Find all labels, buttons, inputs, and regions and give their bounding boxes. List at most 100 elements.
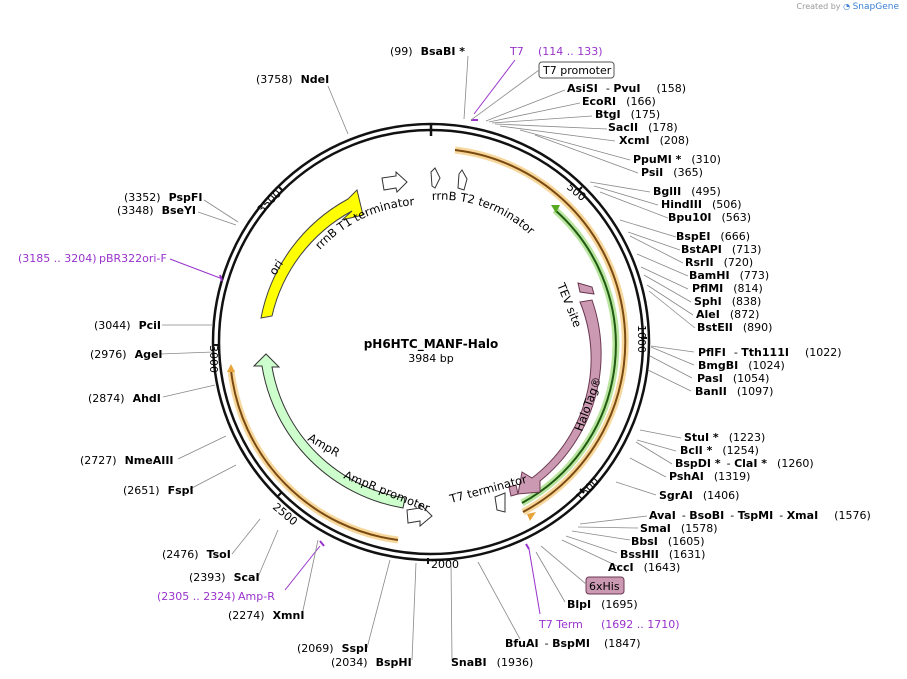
site-bcli[interactable]: BclI *(1254) [680, 444, 759, 457]
t7-terminator-arrow[interactable] [494, 492, 506, 513]
rrnb-t1-arrow[interactable] [381, 170, 408, 193]
t7-primer-range: (114 .. 133) [538, 45, 603, 58]
orf-arc-right [454, 149, 627, 513]
site-ppumi[interactable]: PpuMI *(310) [633, 153, 721, 166]
tick-label-1000: 1000 [635, 325, 648, 353]
pbr-primer-leader [169, 258, 221, 279]
site-stui[interactable]: StuI *(1223) [684, 431, 765, 444]
t7term-primer-name: T7 Term [538, 618, 583, 631]
site-bbsi[interactable]: BbsI(1605) [631, 535, 704, 548]
green-orf-arrowhead [551, 205, 560, 213]
orf-arc-left [230, 369, 399, 541]
site-xcmi[interactable]: XcmI(208) [619, 134, 689, 147]
site-snabi[interactable]: SnaBI(1936) [451, 656, 533, 669]
green-orf-arc [521, 209, 617, 504]
t7-promoter-label: T7 promoter [542, 64, 612, 77]
site-pshai[interactable]: PshAI(1319) [669, 470, 750, 483]
site-psii[interactable]: PsiI(365) [641, 166, 703, 179]
site-ahdi[interactable]: (2874)AhdI [88, 392, 161, 405]
site-btgi[interactable]: BtgI(175) [595, 108, 660, 121]
site-alei[interactable]: AleI(872) [696, 308, 759, 321]
t7-primer-leader [473, 59, 516, 115]
site-xmni[interactable]: (2274)XmnI [228, 609, 304, 622]
site-nmeaiii[interactable]: (2727)NmeAIII [80, 454, 174, 467]
site-tsoi[interactable]: (2476)TsoI [162, 548, 231, 561]
credit-prefix: Created by [796, 2, 841, 11]
tev-site-feature[interactable] [577, 282, 595, 295]
site-avai-group[interactable]: AvaI- BsoBI- TspMI- XmaI(1576) [649, 509, 871, 522]
site-bamhi[interactable]: BamHI(773) [689, 269, 769, 282]
rrnb-t2-arrow-b[interactable] [457, 169, 468, 191]
site-sgrai[interactable]: SgrAI(1406) [659, 489, 739, 502]
site-acci[interactable]: AccI(1643) [608, 561, 680, 574]
site-bseyi[interactable]: (3348)BseYI [117, 204, 196, 217]
pbr-primer-mark [219, 274, 223, 282]
site-bstapi[interactable]: BstAPI(713) [681, 243, 761, 256]
site-pasi[interactable]: PasI(1054) [697, 372, 769, 385]
ampr-primer-range: (2305 .. 2324) [157, 590, 236, 603]
site-bspei[interactable]: BspEI(666) [676, 230, 750, 243]
snapgene-credit: Created by ◔ SnapGene [797, 2, 900, 12]
site-asisi-pvui[interactable]: AsiSI- PvuI(158) [567, 82, 686, 95]
snapgene-logo-icon: ◔ [843, 2, 851, 11]
halotag-feature[interactable] [517, 299, 602, 495]
site-smai[interactable]: SmaI(1578) [640, 522, 717, 535]
tick-label-3000: 3000 [207, 345, 220, 373]
ampr-promoter-arrow[interactable] [406, 502, 433, 528]
site-bglii[interactable]: BglII(495) [653, 185, 721, 198]
site-pcii[interactable]: (3044)PciI [94, 319, 161, 332]
t7-primer-name: T7 [509, 45, 524, 58]
ampr-primer-mark [319, 540, 325, 547]
site-ecori[interactable]: EcoRI(166) [582, 95, 656, 108]
his-tag-box[interactable] [585, 576, 625, 595]
site-pspfi[interactable]: (3352)PspFI [124, 191, 202, 204]
t7term-primer-leader [528, 548, 541, 615]
pbr-primer-range: (3185 .. 3204) [18, 252, 97, 265]
ampr-primer-name: Amp-R [238, 590, 275, 603]
site-bsshii[interactable]: BssHII(1631) [620, 548, 705, 561]
site-agei[interactable]: (2976)AgeI [90, 348, 163, 361]
site-hindiii[interactable]: HindIII(506) [661, 198, 742, 211]
ori-feature[interactable] [260, 189, 364, 319]
site-blpi[interactable]: BlpI(1695) [567, 598, 638, 611]
t7-promoter-leader [470, 69, 540, 121]
site-pflfi-tth111i[interactable]: PflFI- Tth111I(1022) [698, 346, 842, 359]
tick-label-1500: 1500 [573, 475, 602, 504]
site-scai[interactable]: (2393)ScaI [189, 571, 260, 584]
credit-brand: SnapGene [852, 2, 899, 12]
site-banii[interactable]: BanII(1097) [695, 385, 773, 398]
site-bsteii[interactable]: BstEII(890) [697, 321, 772, 334]
t7term-primer-range: (1692 .. 1710) [601, 618, 680, 631]
t7-terminator-stub[interactable] [508, 484, 519, 497]
orf-arrowhead-right [527, 512, 536, 521]
site-bsabi[interactable]: (99)BsaBI * [390, 45, 465, 58]
site-sphi[interactable]: SphI(838) [694, 295, 761, 308]
site-pflmi[interactable]: PflMI(814) [692, 282, 763, 295]
site-bmgbi[interactable]: BmgBI(1024) [698, 359, 785, 372]
pbr-primer-name: pBR322ori-F [99, 252, 167, 265]
site-fspi[interactable]: (2651)FspI [123, 484, 194, 497]
orf-arrowhead-left [227, 364, 235, 372]
ampr-primer-leader [284, 545, 321, 591]
tick-mark-500 [577, 186, 583, 192]
his-tag-leader [540, 545, 587, 585]
tick-label-3500: 3500 [255, 187, 284, 216]
left-leader-lines [159, 55, 469, 661]
site-bspdi-clai[interactable]: BspDI *- ClaI *(1260) [675, 457, 814, 470]
site-bsphi[interactable]: (2034)BspHI [331, 656, 412, 669]
site-sspi[interactable]: (2069)SspI [297, 642, 368, 655]
tick-mark-3500 [278, 186, 284, 192]
rrnb-t2-arrow-a[interactable] [430, 167, 441, 189]
his-tag-label: 6xHis [589, 580, 620, 593]
site-bpu10i[interactable]: Bpu10I(563) [668, 211, 751, 224]
rrnb-t2-label: rrnB T2 terminator [431, 189, 537, 238]
t7term-primer-mark [525, 543, 530, 550]
right-leader-lines [450, 89, 696, 661]
tick-mark-1500 [579, 488, 585, 494]
ampr-feature[interactable] [252, 353, 406, 509]
site-sacii[interactable]: SacII(178) [608, 121, 678, 134]
site-bfuai-bspmi[interactable]: BfuAI- BspMI(1847) [505, 637, 641, 650]
site-rsrii[interactable]: RsrII(720) [685, 256, 753, 269]
site-ndei[interactable]: (3758)NdeI [256, 73, 329, 86]
